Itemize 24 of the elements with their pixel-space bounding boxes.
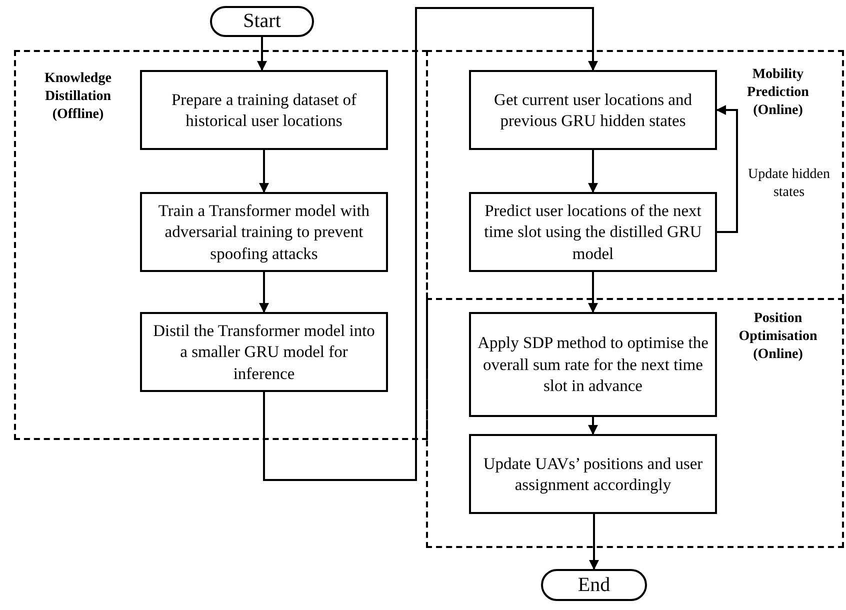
process-box: Train a Transformer model with adversarial training to prevent spoofing attacks xyxy=(140,192,388,272)
arrow xyxy=(263,7,598,481)
process-box: Get current user locations and previous GRU hidden states xyxy=(469,70,717,150)
arrow xyxy=(259,272,269,313)
dashed-group-box xyxy=(14,50,428,440)
terminal-box: Start xyxy=(210,6,314,37)
group-heading: Position Optimisation (Online) xyxy=(738,310,818,364)
dashed-group-box xyxy=(426,298,844,548)
arrow xyxy=(716,105,738,233)
group-heading: Knowledge Distillation (Offline) xyxy=(44,70,112,124)
process-box: Update UAVs’ positions and user assignment accordingly xyxy=(469,434,717,514)
arrow xyxy=(588,417,598,435)
arrow xyxy=(589,514,599,570)
process-box: Prepare a training dataset of historical user locations xyxy=(140,70,388,150)
arrow xyxy=(588,272,598,313)
process-box: Predict user locations of the next time slot using the distilled GRU model xyxy=(469,192,717,272)
group-heading: Mobility Prediction (Online) xyxy=(746,66,810,120)
process-box: Apply SDP method to optimise the overall sum rate for the next time slot in advance xyxy=(469,312,717,417)
terminal-box: End xyxy=(541,569,647,601)
arrow xyxy=(257,37,267,71)
process-box: Distil the Transformer model into a smaller GRU model for inference xyxy=(140,312,388,392)
dashed-group-box xyxy=(426,50,844,300)
arrow xyxy=(259,150,269,193)
arrow xyxy=(588,150,598,193)
